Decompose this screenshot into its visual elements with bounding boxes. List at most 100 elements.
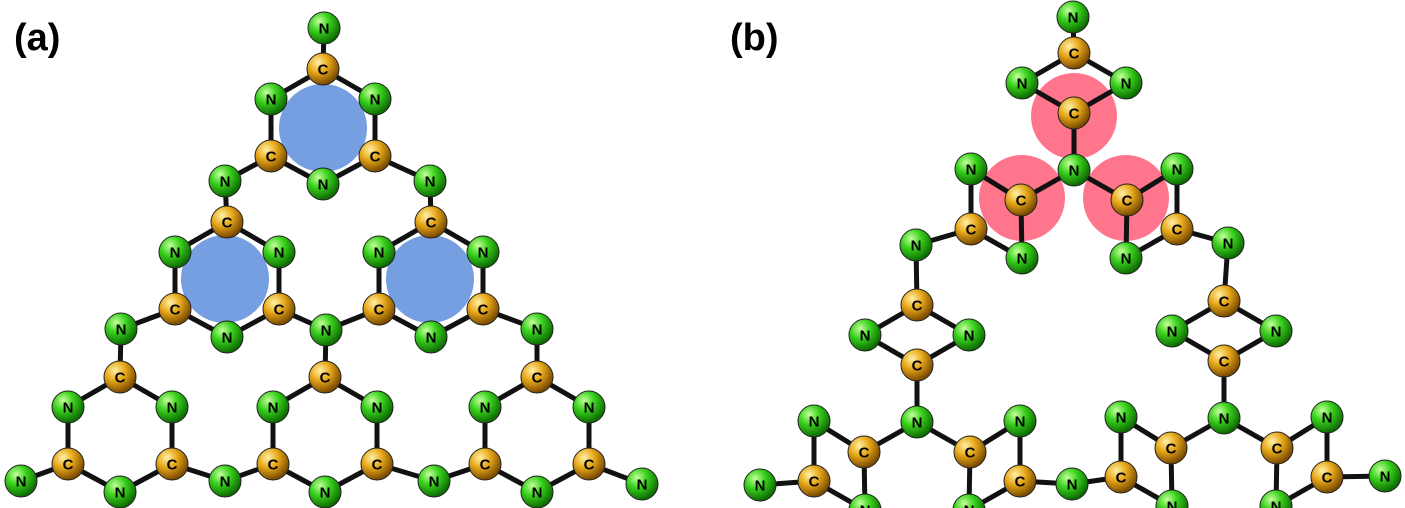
carbon-atom: C — [1207, 344, 1241, 378]
svg-text:N: N — [1069, 163, 1080, 180]
panel-b-structure: NCCCNNCNCNNCNNCCCNNCNCNNCNNCCCNNCNCNNCNN… — [743, 0, 1402, 508]
nitrogen-atom: N — [1259, 489, 1293, 508]
highlight-ring — [279, 84, 367, 172]
nitrogen-atom: N — [954, 152, 988, 186]
nitrogen-atom: N — [848, 318, 882, 352]
nitrogen-atom: N — [1368, 459, 1402, 493]
svg-text:N: N — [1017, 76, 1028, 93]
svg-text:N: N — [319, 21, 330, 38]
carbon-atom: C — [1104, 460, 1138, 494]
svg-text:C: C — [1322, 470, 1333, 487]
nitrogen-atom: N — [104, 312, 138, 346]
nitrogen-atom: N — [1310, 400, 1344, 434]
carbon-atom: C — [51, 447, 85, 481]
svg-text:N: N — [318, 177, 329, 194]
svg-text:C: C — [912, 358, 923, 375]
carbon-atom: C — [900, 288, 934, 322]
nitrogen-atom: N — [1207, 401, 1241, 435]
svg-text:C: C — [320, 370, 331, 387]
svg-text:N: N — [912, 415, 923, 432]
nitrogen-atom: N — [358, 82, 392, 116]
carbon-atom: C — [900, 348, 934, 382]
svg-text:C: C — [266, 149, 277, 166]
nitrogen-atom: N — [1055, 467, 1089, 501]
nitrogen-atom: N — [307, 11, 341, 45]
nitrogen-atom: N — [254, 82, 288, 116]
svg-text:C: C — [115, 370, 126, 387]
svg-text:C: C — [912, 298, 923, 315]
svg-text:C: C — [1016, 193, 1027, 210]
nitrogen-atom: N — [625, 467, 659, 501]
nitrogen-atom: N — [1109, 66, 1143, 100]
carbon-atom: C — [254, 139, 288, 173]
carbon-atom: C — [308, 360, 342, 394]
carbon-atom: C — [953, 435, 987, 469]
svg-text:C: C — [584, 457, 595, 474]
svg-text:N: N — [964, 503, 975, 508]
svg-text:N: N — [1167, 324, 1178, 341]
panel-a-label: (a) — [14, 17, 60, 59]
nitrogen-atom: N — [155, 390, 189, 424]
svg-text:N: N — [1271, 324, 1282, 341]
nitrogen-atom: N — [572, 390, 606, 424]
highlight-ring — [386, 235, 474, 323]
svg-text:N: N — [320, 485, 331, 502]
carbon-atom: C — [360, 447, 394, 481]
carbon-atom: C — [1207, 284, 1241, 318]
svg-text:C: C — [268, 457, 279, 474]
carbon-atom: C — [847, 435, 881, 469]
svg-text:N: N — [372, 400, 383, 417]
carbon-atom: C — [572, 447, 606, 481]
svg-text:C: C — [859, 445, 870, 462]
carbon-atom: C — [1110, 183, 1144, 217]
nitrogen-atom: N — [256, 390, 290, 424]
carbon-atom: C — [1004, 183, 1038, 217]
svg-text:N: N — [809, 414, 820, 431]
svg-text:C: C — [1219, 354, 1230, 371]
svg-text:C: C — [170, 302, 181, 319]
svg-text:N: N — [167, 400, 178, 417]
carbon-atom: C — [466, 292, 500, 326]
svg-text:N: N — [116, 322, 127, 339]
nitrogen-atom: N — [262, 235, 296, 269]
svg-text:C: C — [1166, 441, 1177, 458]
svg-text:C: C — [1015, 474, 1026, 491]
svg-text:N: N — [532, 322, 543, 339]
carbon-atom: C — [1057, 96, 1091, 130]
nitrogen-atom: N — [1160, 152, 1194, 186]
svg-text:N: N — [1116, 410, 1127, 427]
nitrogen-atom: N — [413, 164, 447, 198]
svg-text:N: N — [1219, 411, 1230, 428]
svg-text:N: N — [1017, 251, 1028, 268]
svg-text:C: C — [167, 457, 178, 474]
svg-text:N: N — [220, 174, 231, 191]
nitrogen-atom: N — [1109, 241, 1143, 275]
carbon-atom: C — [306, 52, 340, 86]
svg-text:N: N — [478, 245, 489, 262]
svg-text:N: N — [1380, 469, 1391, 486]
svg-text:N: N — [374, 245, 385, 262]
nitrogen-atom: N — [1005, 241, 1039, 275]
svg-text:C: C — [532, 370, 543, 387]
carbon-atom: C — [262, 292, 296, 326]
carbon-atom: C — [954, 212, 988, 246]
svg-text:N: N — [425, 174, 436, 191]
svg-text:N: N — [532, 485, 543, 502]
svg-text:N: N — [16, 474, 27, 491]
nitrogen-atom: N — [210, 320, 244, 354]
carbon-atom: C — [256, 447, 290, 481]
svg-text:C: C — [1172, 222, 1183, 239]
svg-text:N: N — [860, 503, 871, 508]
svg-text:N: N — [860, 328, 871, 345]
nitrogen-atom: N — [1259, 314, 1293, 348]
svg-text:C: C — [222, 215, 233, 232]
svg-text:N: N — [480, 400, 491, 417]
carbon-atom: C — [1260, 431, 1294, 465]
nitrogen-atom: N — [520, 312, 554, 346]
nitrogen-atom: N — [1057, 153, 1091, 187]
svg-text:N: N — [170, 245, 181, 262]
panel-b-label: (b) — [730, 17, 779, 59]
svg-text:N: N — [1223, 236, 1234, 253]
nitrogen-atom: N — [158, 235, 192, 269]
svg-text:N: N — [222, 330, 233, 347]
